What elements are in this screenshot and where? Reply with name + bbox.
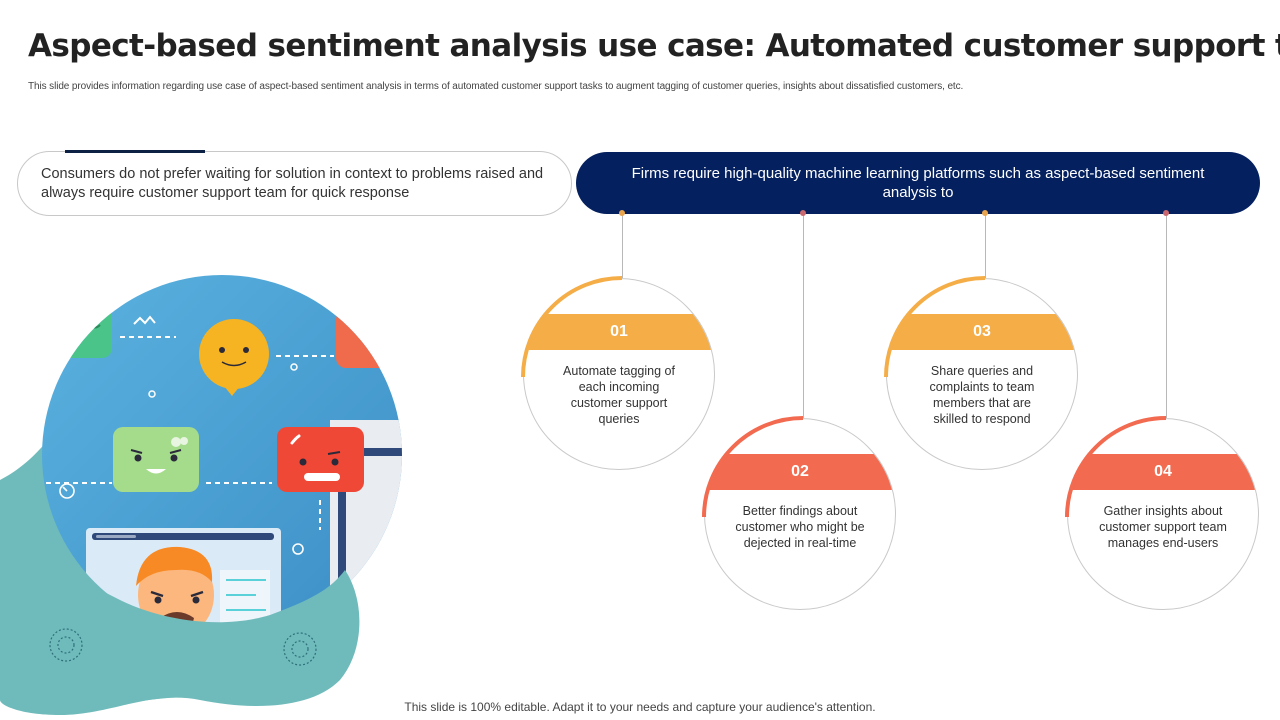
step-number-band: 01: [524, 314, 714, 350]
footer-note: This slide is 100% editable. Adapt it to…: [404, 700, 876, 714]
step-number-band: 02: [705, 454, 895, 490]
step-circle-1: 01 Automate tagging of each incoming cus…: [523, 278, 715, 470]
customer-support-illustration: [0, 275, 402, 715]
step-number: 04: [1154, 463, 1172, 480]
step-number: 03: [973, 323, 991, 340]
connector-line-4: [1166, 214, 1167, 418]
step-number: 01: [610, 323, 628, 340]
step-number-band: 03: [887, 314, 1077, 350]
connector-dot-3: [982, 210, 988, 216]
step-text: Better findings about customer who might…: [735, 504, 865, 550]
connector-line-2: [803, 214, 804, 418]
step-number-band: 04: [1068, 454, 1258, 490]
step-circle-3: 03 Share queries and complaints to team …: [886, 278, 1078, 470]
teal-blob-front: [0, 553, 360, 715]
consumer-callout: Consumers do not prefer waiting for solu…: [17, 151, 572, 216]
consumer-callout-text: Consumers do not prefer waiting for solu…: [41, 166, 544, 201]
connector-dot-2: [800, 210, 806, 216]
step-text: Gather insights about customer support t…: [1099, 504, 1227, 550]
connector-dot-4: [1163, 210, 1169, 216]
page-title: Aspect-based sentiment analysis use case…: [28, 28, 1280, 64]
firms-banner-text: Firms require high-quality machine learn…: [631, 165, 1205, 201]
gear-icon-right: [283, 632, 317, 666]
gear-icon-left: [49, 628, 83, 662]
connector-dot-1: [619, 210, 625, 216]
firms-banner: Firms require high-quality machine learn…: [576, 152, 1260, 214]
callout-accent-bar: [65, 150, 205, 153]
step-number: 02: [791, 463, 809, 480]
page-subtitle: This slide provides information regardin…: [28, 81, 964, 92]
step-text: Automate tagging of each incoming custom…: [563, 364, 675, 426]
connector-line-3: [985, 214, 986, 278]
step-text: Share queries and complaints to team mem…: [929, 364, 1035, 426]
step-circle-4: 04 Gather insights about customer suppor…: [1067, 418, 1259, 610]
connector-line-1: [622, 214, 623, 278]
step-circle-2: 02 Better findings about customer who mi…: [704, 418, 896, 610]
